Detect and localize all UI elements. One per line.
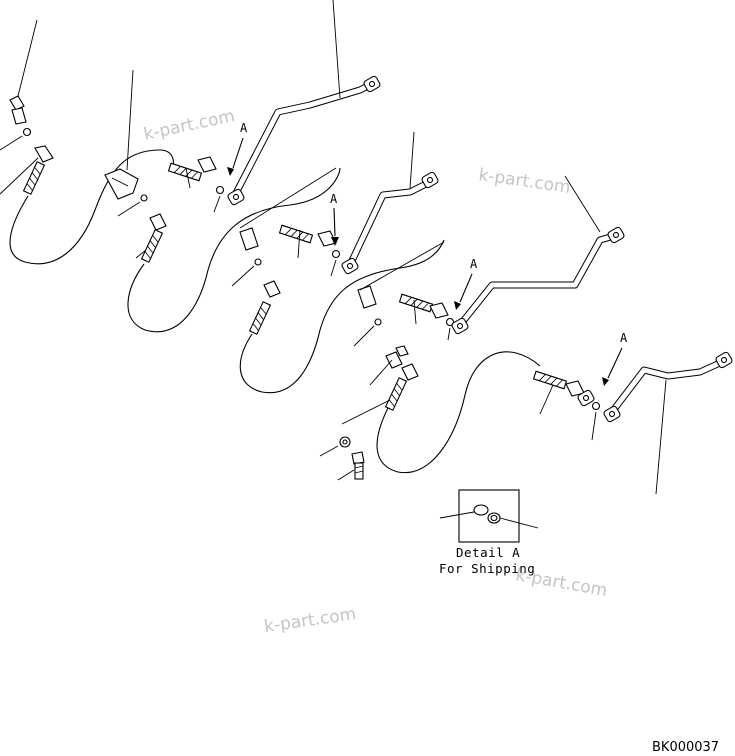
watermark-2: k-part.com: [477, 165, 571, 198]
hose-assembly-2: [104, 0, 382, 333]
callout-a-4: A: [602, 331, 628, 386]
watermark-1: k-part.com: [142, 106, 237, 145]
callout-label: A: [240, 121, 248, 135]
callout-a-2: A: [330, 192, 339, 246]
hose-assembly-4: [319, 175, 626, 481]
detail-subtitle: For Shipping: [439, 561, 535, 576]
detail-title: Detail A: [456, 545, 520, 560]
callout-label: A: [620, 331, 628, 345]
callout-a-1: A: [227, 121, 248, 176]
callout-a-3: A: [454, 257, 478, 310]
detail-a-box: Detail A For Shipping: [439, 489, 539, 576]
callout-label: A: [470, 257, 478, 271]
drawing-code: BK000037: [652, 740, 719, 755]
callout-label: A: [330, 192, 338, 206]
hose-assembly-5: [532, 350, 734, 495]
watermark-4: k-part.com: [263, 604, 357, 637]
hose-assembly-1: [0, 19, 175, 265]
hose-assembly-3: [231, 131, 445, 394]
